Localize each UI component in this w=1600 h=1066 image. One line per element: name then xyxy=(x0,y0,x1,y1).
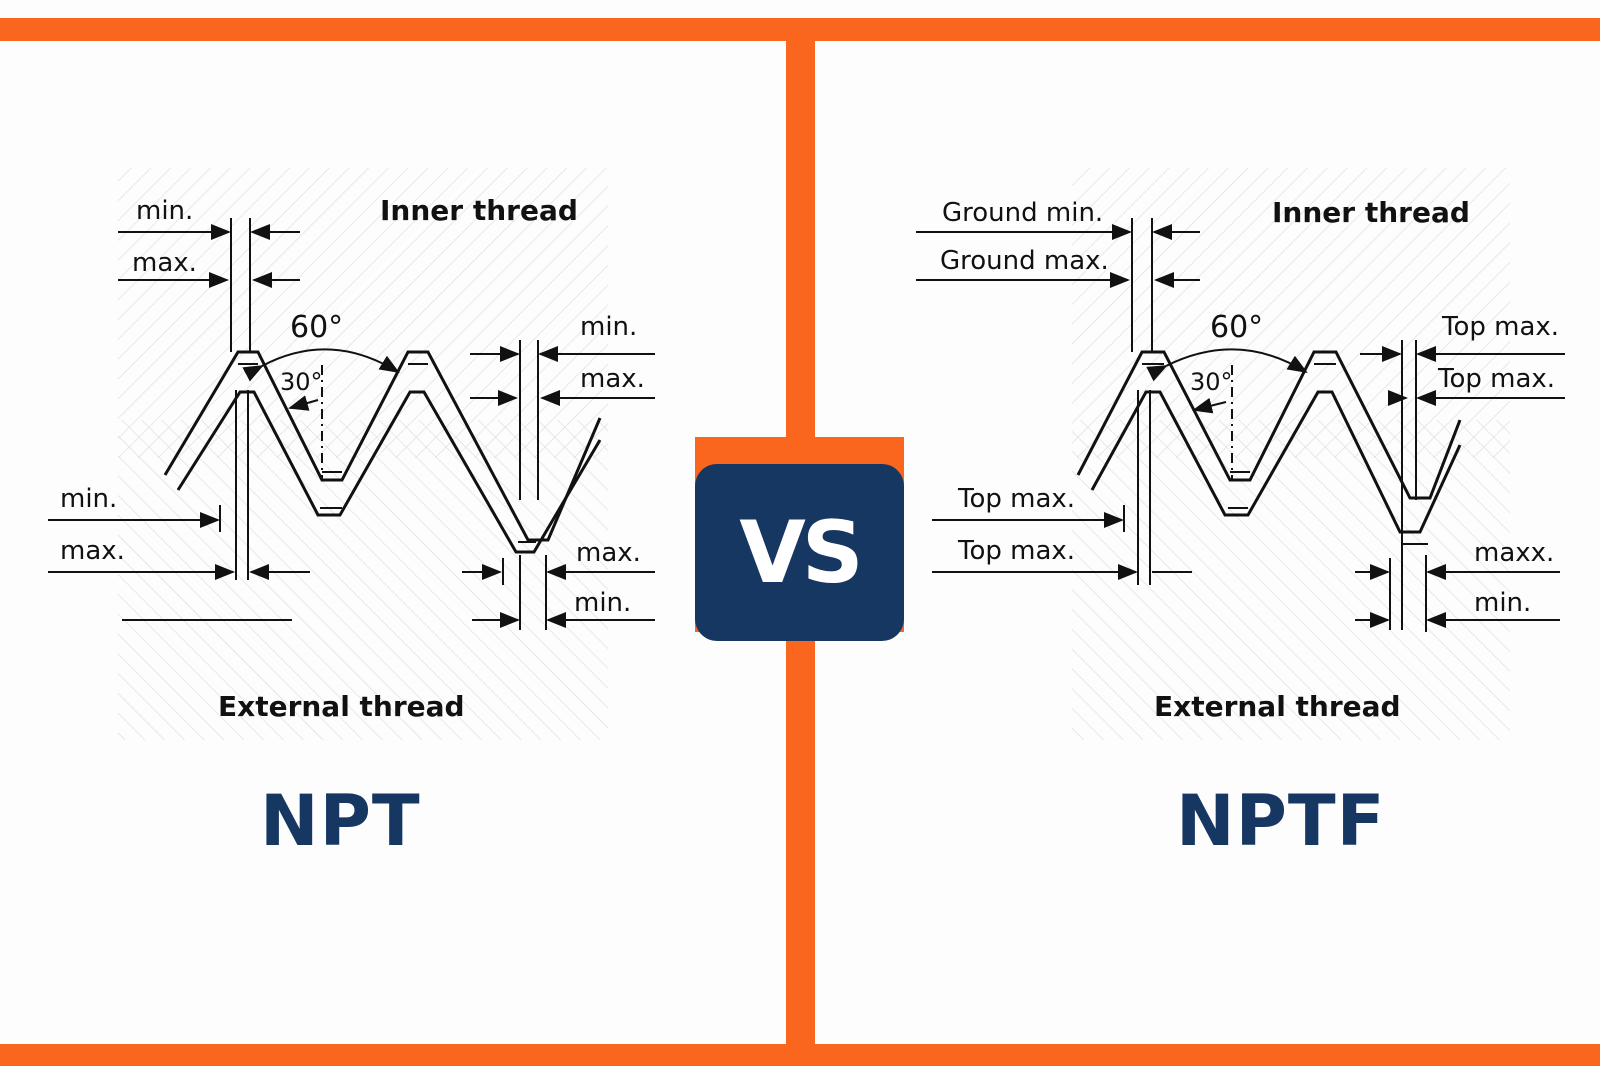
npt-label-top-right-min: min. xyxy=(580,312,638,342)
nptf-label-bottom-right-max: maxx. xyxy=(1474,538,1555,568)
nptf-thread-diagram xyxy=(916,168,1565,740)
nptf-title: NPTF xyxy=(1176,780,1386,862)
nptf-inner-thread-label: Inner thread xyxy=(1272,196,1470,229)
npt-label-bottom-left-max: max. xyxy=(60,536,125,566)
npt-angle-60: 60° xyxy=(290,310,344,345)
npt-label-top-right-max: max. xyxy=(580,364,645,394)
nptf-label-bottom-left-2: Top max. xyxy=(958,536,1076,566)
nptf-label-top-right-1: Top max. xyxy=(1442,312,1560,342)
nptf-panel: Ground min. Ground max. Inner thread 60°… xyxy=(820,160,1580,860)
npt-label-bottom-right-min: min. xyxy=(574,588,632,618)
npt-label-top-left-min: min. xyxy=(136,196,194,226)
nptf-label-bottom-left-1: Top max. xyxy=(958,484,1076,514)
npt-thread-diagram xyxy=(48,168,655,740)
npt-inner-thread-label: Inner thread xyxy=(380,194,578,227)
npt-label-top-left-max: max. xyxy=(132,248,197,278)
nptf-angle-60: 60° xyxy=(1210,310,1264,345)
npt-label-bottom-left-min: min. xyxy=(60,484,118,514)
nptf-label-bottom-right-min: min. xyxy=(1474,588,1532,618)
npt-title: NPT xyxy=(260,780,421,862)
vs-label: VS xyxy=(739,502,863,603)
vs-badge: VS xyxy=(695,464,904,641)
npt-panel: min. max. Inner thread 60° 30° min. max.… xyxy=(0,160,760,860)
npt-external-thread-label: External thread xyxy=(218,690,465,723)
frame-bottom-bar xyxy=(0,1044,1600,1066)
nptf-angle-30: 30° xyxy=(1190,368,1233,396)
npt-angle-30: 30° xyxy=(280,368,323,396)
npt-label-bottom-right-max: max. xyxy=(576,538,641,568)
nptf-external-thread-label: External thread xyxy=(1154,690,1401,723)
nptf-label-ground-min: Ground min. xyxy=(942,198,1104,228)
nptf-label-ground-max: Ground max. xyxy=(940,246,1109,276)
nptf-label-top-right-2: Top max. xyxy=(1438,364,1556,394)
